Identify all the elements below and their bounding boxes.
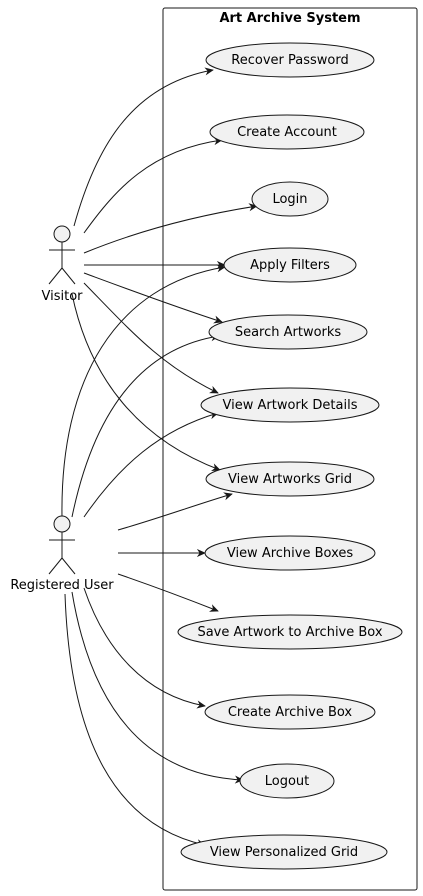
use-case-view-archive-boxes-label: View Archive Boxes bbox=[227, 546, 354, 561]
edge-visitor-search-artworks bbox=[83, 272, 223, 324]
use-case-view-archive-boxes: View Archive Boxes bbox=[204, 535, 376, 571]
use-case-view-personalized-grid-label: View Personalized Grid bbox=[210, 845, 358, 860]
association-edges bbox=[61, 67, 258, 848]
use-case-recover-password-label: Recover Password bbox=[231, 53, 348, 68]
use-case-save-artwork-to-archive-box: Save Artwork to Archive Box bbox=[177, 614, 403, 650]
use-case-create-account-label: Create Account bbox=[237, 125, 337, 140]
use-case-logout: Logout bbox=[239, 763, 335, 799]
actor-visitor-head bbox=[53, 225, 71, 243]
use-case-apply-filters-ellipse bbox=[223, 247, 357, 283]
use-case-logout-label: Logout bbox=[265, 774, 310, 789]
edge-visitor-create-account bbox=[83, 137, 223, 234]
system-title: Art Archive System bbox=[219, 11, 360, 26]
use-case-login-label: Login bbox=[272, 192, 307, 207]
use-case-search-artworks-ellipse bbox=[208, 314, 368, 350]
system-boundary-box bbox=[162, 7, 418, 891]
use-case-save-artwork-to-archive-box-label: Save Artwork to Archive Box bbox=[197, 625, 382, 640]
actor-visitor: Visitor bbox=[42, 225, 84, 304]
use-case-create-account: Create Account bbox=[209, 114, 365, 150]
edge-user-apply-filters bbox=[61, 264, 226, 518]
use-case-view-personalized-grid-ellipse bbox=[180, 834, 388, 870]
use-case-recover-password: Recover Password bbox=[205, 42, 375, 78]
actor-registered-user-left-leg bbox=[48, 557, 63, 575]
actor-registered-user-right-leg bbox=[61, 557, 76, 575]
edge-user-view-personalized-grid bbox=[64, 593, 206, 848]
use-case-view-artwork-details-ellipse bbox=[200, 387, 380, 423]
edge-visitor-login bbox=[83, 203, 258, 254]
edge-visitor-recover-password bbox=[73, 67, 214, 227]
system-boundary: Art Archive System bbox=[162, 7, 418, 891]
use-case-create-archive-box: Create Archive Box bbox=[204, 694, 376, 730]
actor-visitor-label: Visitor bbox=[42, 289, 84, 304]
edge-user-logout bbox=[71, 591, 244, 784]
use-case-search-artworks: Search Artworks bbox=[208, 314, 368, 350]
edge-visitor-view-artwork-details bbox=[83, 282, 219, 394]
actor-registered-user: Registered User bbox=[10, 515, 114, 593]
edge-user-save-artwork-to-archive-box bbox=[117, 573, 219, 612]
use-case-create-archive-box-ellipse bbox=[204, 694, 376, 730]
use-case-save-artwork-to-archive-box-ellipse bbox=[177, 614, 403, 650]
actor-visitor-right-leg bbox=[61, 267, 76, 285]
edge-user-view-artwork-details bbox=[83, 411, 219, 518]
actor-visitor-left-leg bbox=[48, 267, 63, 285]
edge-user-view-artworks-grid bbox=[117, 492, 233, 531]
use-case-view-personalized-grid: View Personalized Grid bbox=[180, 834, 388, 870]
use-case-view-artwork-details: View Artwork Details bbox=[200, 387, 380, 423]
use-case-view-artworks-grid-ellipse bbox=[205, 461, 375, 497]
edge-visitor-view-artworks-grid bbox=[71, 293, 221, 471]
use-case-create-account-ellipse bbox=[209, 114, 365, 150]
use-case-login-ellipse bbox=[251, 181, 329, 217]
edge-user-create-archive-box bbox=[83, 587, 206, 709]
use-case-search-artworks-label: Search Artworks bbox=[235, 325, 342, 340]
use-case-apply-filters: Apply Filters bbox=[223, 247, 357, 283]
use-case-logout-ellipse bbox=[239, 763, 335, 799]
use-case-view-artwork-details-label: View Artwork Details bbox=[223, 398, 358, 413]
edge-user-search-artworks bbox=[71, 333, 220, 518]
use-case-recover-password-ellipse bbox=[205, 42, 375, 78]
actor-registered-user-head bbox=[53, 515, 71, 533]
use-case-view-artworks-grid-label: View Artworks Grid bbox=[228, 472, 352, 487]
use-case-apply-filters-label: Apply Filters bbox=[250, 258, 330, 273]
use-case-view-archive-boxes-ellipse bbox=[204, 535, 376, 571]
use-case-login: Login bbox=[251, 181, 329, 217]
use-case-view-artworks-grid: View Artworks Grid bbox=[205, 461, 375, 497]
actor-registered-user-label: Registered User bbox=[10, 578, 114, 593]
use-case-create-archive-box-label: Create Archive Box bbox=[228, 705, 353, 720]
